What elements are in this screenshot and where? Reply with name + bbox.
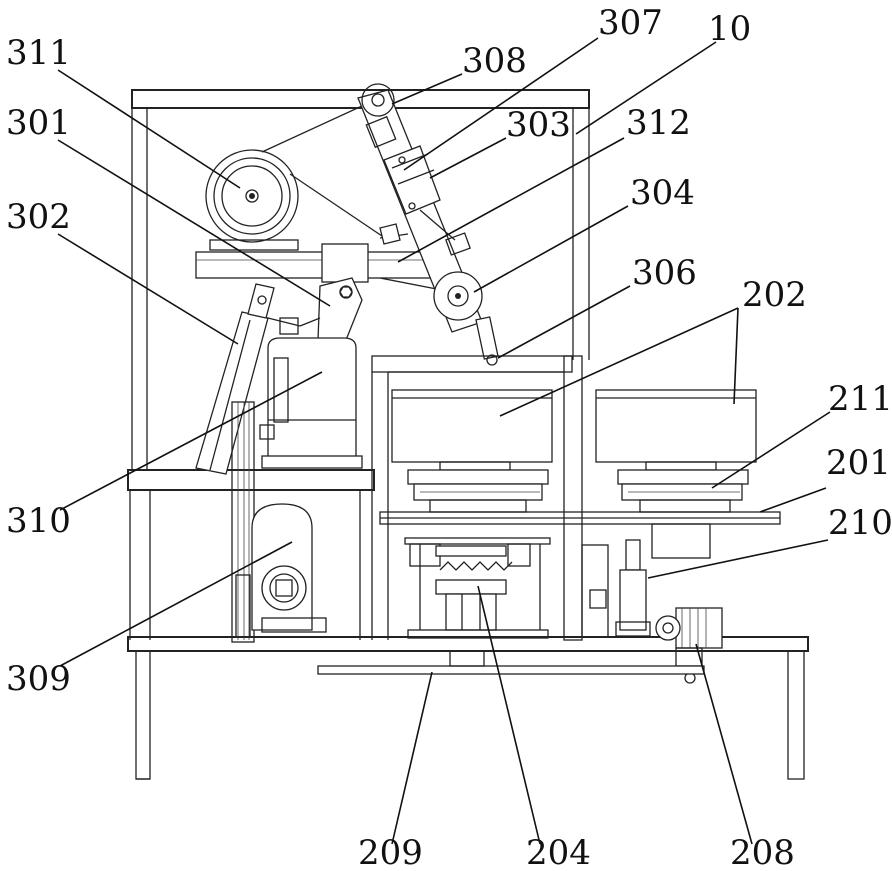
- motor-310: [260, 338, 362, 468]
- label-311: 311: [6, 33, 71, 73]
- carton-202-right: [596, 390, 756, 462]
- gear-mechanism-204: [405, 538, 550, 638]
- label-304: 304: [630, 173, 695, 213]
- label-202: 202: [742, 275, 807, 315]
- label-303: 303: [506, 105, 571, 145]
- label-211: 211: [828, 379, 892, 419]
- turntable-right: [618, 462, 748, 512]
- label-307: 307: [598, 3, 663, 43]
- motor-309: [252, 504, 326, 632]
- cutter-306: [476, 317, 498, 365]
- carton-202-left: [392, 390, 552, 462]
- roller-304: [434, 272, 482, 320]
- lift-cylinder-210: [582, 540, 650, 637]
- label-308: 308: [462, 41, 527, 81]
- label-302: 302: [6, 197, 71, 237]
- label-209: 209: [358, 833, 423, 871]
- middle-plate: [128, 470, 374, 640]
- base-table: [128, 637, 808, 779]
- label-306: 306: [632, 253, 697, 293]
- label-201: 201: [826, 443, 891, 483]
- label-309: 309: [6, 659, 71, 699]
- label-208: 208: [730, 833, 795, 871]
- turntable-left: [408, 462, 548, 512]
- label-301: 301: [6, 103, 71, 143]
- label-204: 204: [526, 833, 591, 871]
- label-312: 312: [626, 103, 691, 143]
- label-10: 10: [708, 9, 751, 49]
- bracket-301: [318, 278, 362, 345]
- drive-plate-209: [318, 651, 704, 674]
- tape-reel-311: [206, 150, 298, 250]
- label-310: 310: [6, 501, 71, 541]
- label-210: 210: [828, 503, 892, 543]
